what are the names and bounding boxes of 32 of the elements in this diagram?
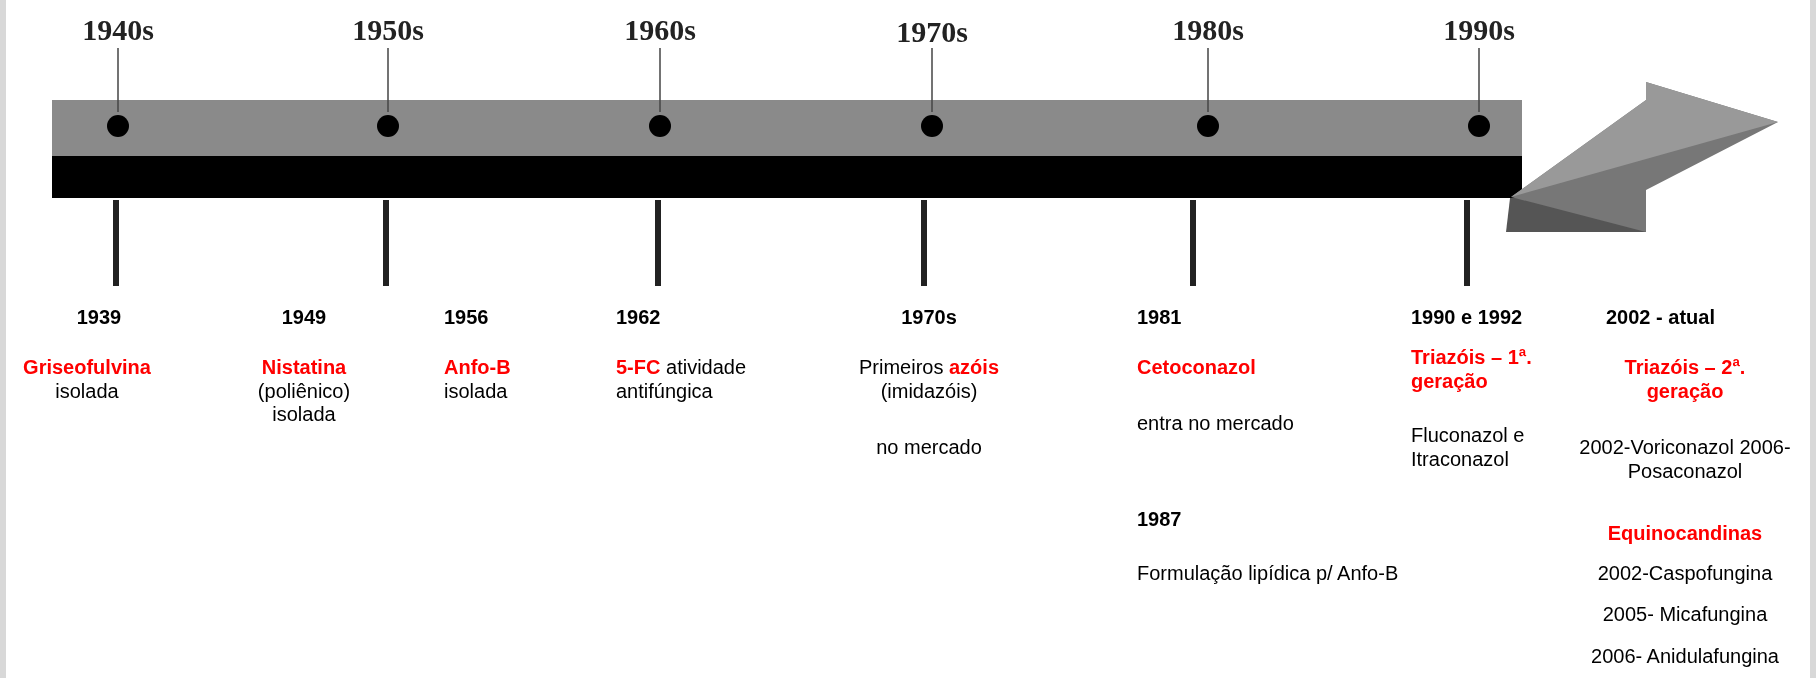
event-text: 2002-Caspofungina [1596, 562, 1774, 586]
event-text: Fluconazol e Itraconazol [1411, 424, 1526, 472]
decade-label: 1950s [351, 12, 425, 48]
event-text: Formulação lipídica p/ Anfo-B [1137, 562, 1400, 586]
year-label: 1981 [1137, 306, 1183, 330]
decade-label: 1970s [895, 14, 969, 50]
event-text: 2005- Micafungina [1601, 603, 1769, 627]
decade-label: 1990s [1442, 12, 1516, 48]
year-label: 1962 [616, 306, 662, 330]
event-text: Anfo-B isolada [444, 356, 512, 404]
event-text: 5-FC atividade antifúngica [616, 356, 748, 404]
decade-label: 1980s [1171, 12, 1245, 48]
year-label: 1939 [75, 306, 123, 330]
event-title: Cetoconazol [1137, 356, 1257, 380]
event-text: Griseofulvina isolada [22, 356, 152, 404]
year-label: 2002 - atual [1606, 306, 1716, 330]
event-text: Nistatina (poliênico) isolada [256, 356, 352, 427]
event-text: Primeiros azóis (imidazóis) [857, 356, 1000, 404]
event-text: no mercado [875, 436, 983, 460]
year-label: 1970s [900, 306, 958, 330]
year-label: 1987 [1137, 508, 1183, 532]
event-title: Triazóis – 1ª. geração [1411, 346, 1533, 394]
decade-label: 1960s [623, 12, 697, 48]
event-text: entra no mercado [1137, 412, 1295, 436]
event-text: 2006- Anidulafungina [1590, 645, 1780, 669]
event-title: Equinocandinas [1606, 522, 1764, 546]
decade-label: 1940s [81, 12, 155, 48]
year-label: 1949 [280, 306, 328, 330]
event-text: 2002-Voriconazol 2006-Posaconazol [1578, 436, 1792, 484]
year-label: 1956 [444, 306, 490, 330]
event-title: Triazóis – 2ª. geração [1623, 356, 1747, 404]
year-label: 1990 e 1992 [1411, 306, 1524, 330]
